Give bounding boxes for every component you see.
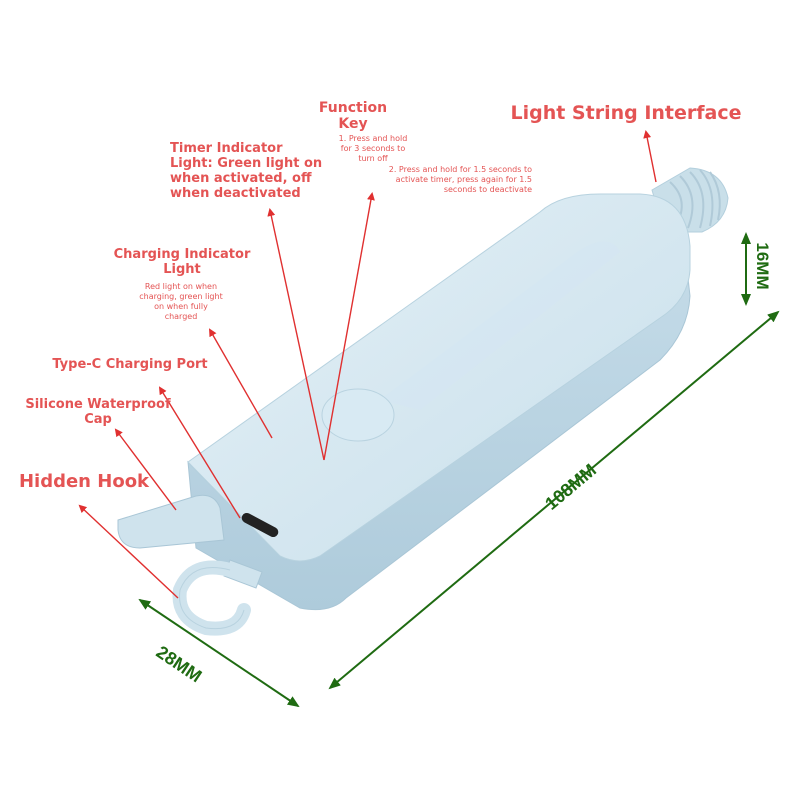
timer-indicator-label: Timer Indicator Light: Green light on wh… xyxy=(170,141,323,201)
charging-indicator-title: Charging Indicator Light xyxy=(113,247,251,277)
hidden-hook-shape xyxy=(172,559,263,636)
dimension-height-16mm: 16MM xyxy=(753,242,772,290)
function-key-title: Function Key xyxy=(318,100,388,133)
charging-indicator-description: Red light on when charging, green light … xyxy=(139,282,223,321)
type-c-port-label: Type-C Charging Port xyxy=(52,357,208,372)
function-key-description-2: 2. Press and hold for 1.5 seconds to act… xyxy=(388,165,532,194)
annotation-arrows xyxy=(78,130,657,599)
light-string-interface-label: Light String Interface xyxy=(510,102,742,124)
waterproof-cap-shape xyxy=(117,494,225,549)
device-illustration xyxy=(117,167,729,636)
dimension-arrows xyxy=(138,232,780,708)
function-key-description: 1. Press and hold for 3 seconds to turn … xyxy=(338,134,408,163)
type-c-port-opening xyxy=(241,512,279,538)
hidden-hook-label: Hidden Hook xyxy=(18,471,150,492)
waterproof-cap-label: Silicone Waterproof Cap xyxy=(25,397,171,427)
